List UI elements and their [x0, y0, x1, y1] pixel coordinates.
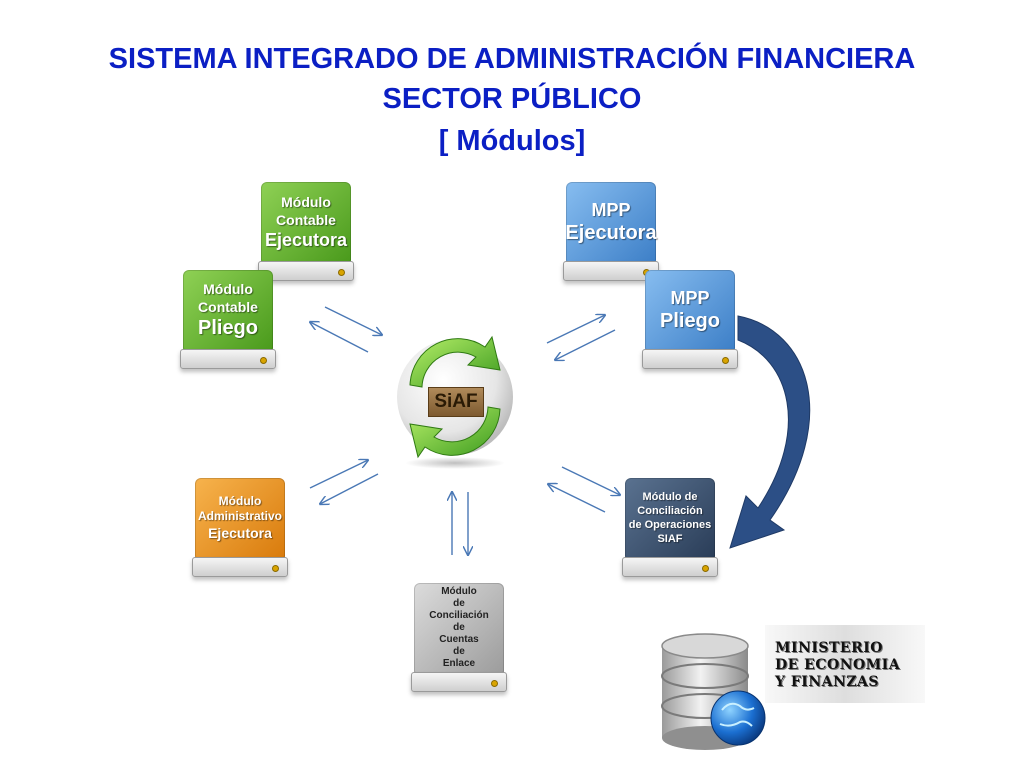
ministry-logo-text: MINISTERIO DE ECONOMIA Y FINANZAS: [775, 640, 925, 691]
module-label: Pliego: [197, 317, 258, 339]
logo-line: Y FINANZAS: [775, 674, 880, 690]
module-label: Administrativo: [197, 509, 282, 523]
module-label: Módulo: [441, 586, 477, 597]
module-contable-ejecutora: Módulo Contable Ejecutora: [258, 182, 354, 281]
module-label: Módulo de: [642, 491, 698, 503]
arrow-to-siaf-upper-left: [324, 306, 382, 335]
arrow-from-siaf-upper-left: [310, 322, 369, 353]
arrow-from-siaf-lower-left: [320, 473, 379, 504]
logo-line: MINISTERIO: [775, 640, 883, 656]
module-label: Módulo: [203, 281, 253, 297]
ministry-logo: [660, 620, 940, 750]
led-indicator: [260, 357, 267, 364]
module-administrativo-ejecutora: Módulo Administrativo Ejecutora: [192, 478, 288, 577]
module-label: de: [453, 622, 465, 633]
module-label: SIAF: [657, 533, 683, 545]
arrow-to-siaf-lower-left: [309, 460, 368, 489]
arrow-to-siaf-lower-right: [561, 466, 620, 495]
module-label: Ejecutora: [264, 230, 348, 250]
arrow-to-siaf-upper-right: [546, 315, 605, 344]
module-label: de: [453, 646, 465, 657]
siaf-box-label: SiAF: [428, 387, 484, 417]
database-globe-icon: [661, 633, 766, 750]
led-indicator: [702, 565, 709, 572]
title-line-1: SISTEMA INTEGRADO DE ADMINISTRACIÓN FINA…: [108, 43, 916, 75]
module-conciliacion-operaciones: Módulo de Conciliación de Operaciones SI…: [622, 478, 718, 577]
module-label: Pliego: [659, 310, 720, 332]
logo-line: DE ECONOMIA: [775, 657, 901, 673]
module-label: Ejecutora: [565, 222, 657, 244]
module-label: Módulo: [281, 194, 331, 210]
module-label: de Operaciones: [628, 519, 712, 531]
module-label: Enlace: [442, 658, 476, 669]
module-conciliacion-cuentas-enlace: Módulo de Conciliación de Cuentas de Enl…: [411, 583, 507, 692]
logo-background: [765, 625, 925, 703]
module-label: Contable: [198, 299, 258, 315]
title-line-2: SECTOR PÚBLICO: [382, 83, 642, 115]
siaf-center-icon: SiAF: [390, 325, 520, 470]
led-indicator: [722, 357, 729, 364]
module-mpp-pliego: MPP Pliego: [642, 270, 738, 369]
module-label: de: [453, 598, 465, 609]
led-indicator: [272, 565, 279, 572]
curved-arrow: [729, 315, 811, 549]
module-label: Cuentas: [439, 634, 479, 645]
module-mpp-ejecutora: MPP Ejecutora: [563, 182, 659, 281]
arrow-from-siaf-upper-right: [555, 329, 616, 360]
module-label: MPP: [670, 288, 710, 308]
arrow-from-siaf-lower-right: [548, 484, 606, 513]
module-label: Conciliación: [429, 610, 489, 621]
led-indicator: [491, 680, 498, 687]
module-label: Conciliación: [637, 505, 703, 517]
module-label: Ejecutora: [208, 525, 272, 541]
module-label: Módulo: [218, 494, 262, 508]
module-contable-pliego: Módulo Contable Pliego: [180, 270, 276, 369]
module-label: Contable: [276, 212, 336, 228]
led-indicator: [338, 269, 345, 276]
module-label: MPP: [591, 200, 631, 220]
title-line-3: [ Módulos]: [438, 125, 586, 157]
